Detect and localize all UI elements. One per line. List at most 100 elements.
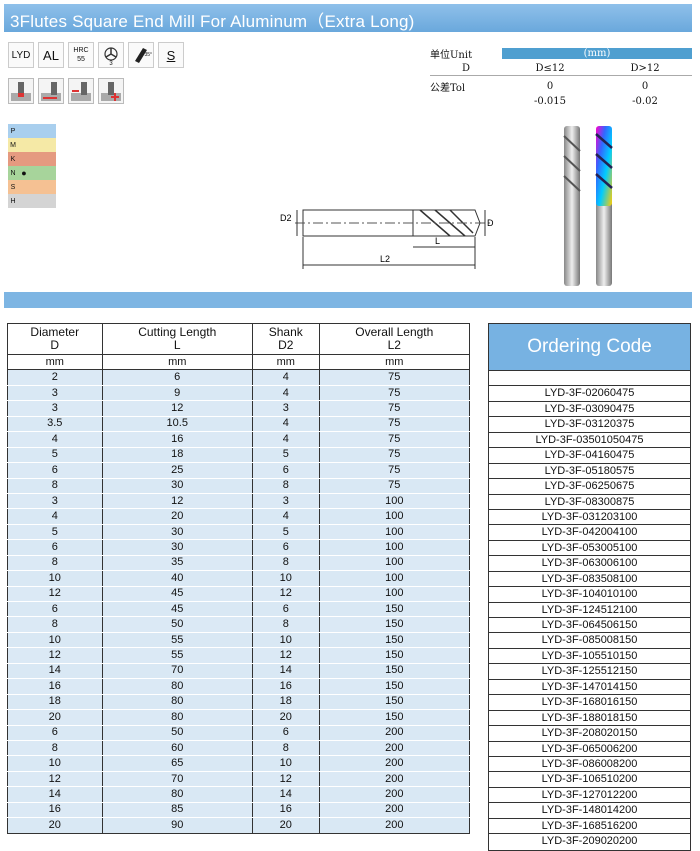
unit-cell: mm	[7, 354, 103, 371]
s-label: S	[166, 47, 176, 63]
table-cell: 40	[101, 570, 253, 587]
unit-cell: mm	[318, 354, 471, 371]
al-label: AL	[43, 47, 59, 63]
table-cell: 200	[318, 771, 471, 788]
ordering-code: LYD-3F-086008200	[489, 757, 690, 773]
ordering-code: LYD-3F-06250675	[489, 479, 690, 495]
ordering-code: LYD-3F-05180575	[489, 464, 690, 480]
table-cell: 10	[7, 570, 103, 587]
table-cell: 150	[318, 663, 471, 680]
table-cell: 75	[318, 385, 471, 402]
table-cell: 85	[101, 802, 253, 819]
table-cell: 2	[7, 369, 103, 386]
l2-label: L2	[380, 254, 390, 264]
table-cell: 20	[7, 709, 103, 726]
material-row: M	[8, 138, 56, 152]
table-cell: 45	[101, 601, 253, 618]
table-cell: 6	[7, 539, 103, 556]
table-cell: 75	[318, 462, 471, 479]
column-header-name: Cutting Length	[138, 325, 217, 339]
column-header-name: Overall Length	[355, 325, 434, 339]
unit-cell: mm	[251, 354, 320, 371]
table-cell: 16	[251, 678, 320, 695]
table-cell: 5	[7, 447, 103, 464]
table-cell: 150	[318, 694, 471, 711]
table-cell: 6	[251, 725, 320, 741]
ordering-code: LYD-3F-148014200	[489, 803, 690, 819]
ordering-code: LYD-3F-031203100	[489, 510, 690, 526]
table-cell: 30	[101, 478, 253, 494]
table-cell: 12	[251, 771, 320, 788]
table-cell: 10	[251, 632, 320, 649]
hrc-icon: HRC 55	[68, 42, 94, 68]
profiling-icon	[68, 78, 94, 104]
table-cell: 55	[101, 632, 253, 649]
table-cell: 80	[101, 694, 253, 711]
three-flute-icon: 3	[98, 42, 124, 68]
column-header-symbol: D2	[278, 338, 294, 352]
table-cell: 12	[7, 586, 103, 603]
table-cell: 3	[7, 400, 103, 417]
table-cell: 3	[251, 493, 320, 510]
table-cell: 8	[251, 555, 320, 572]
table-cell: 100	[318, 586, 471, 603]
table-cell: 150	[318, 647, 471, 664]
table-cell: 4	[251, 385, 320, 402]
table-cell: 150	[318, 616, 471, 633]
table-cell: 18	[101, 447, 253, 464]
table-cell: 200	[318, 786, 471, 803]
table-cell: 10	[251, 755, 320, 772]
table-cell: 45	[101, 586, 253, 603]
material-row: S	[8, 180, 56, 194]
ordering-code: LYD-3F-03090475	[489, 402, 690, 418]
table-cell: 80	[101, 709, 253, 726]
ordering-code: LYD-3F-124512100	[489, 603, 690, 618]
table-cell: 10	[7, 632, 103, 649]
table-cell: 8	[251, 616, 320, 633]
table-cell: 10	[7, 755, 103, 772]
ordering-code: LYD-3F-125512150	[489, 664, 690, 680]
table-cell: 6	[101, 369, 253, 386]
table-cell: 8	[7, 555, 103, 572]
material-row: K	[8, 152, 56, 166]
table-cell: 12	[101, 400, 253, 417]
table-cell: 20	[251, 817, 320, 834]
d-label: D	[461, 62, 471, 74]
ordering-code: LYD-3F-106510200	[489, 772, 690, 788]
table-cell: 4	[251, 508, 320, 525]
table-cell: 16	[7, 802, 103, 819]
table-cell: 100	[318, 570, 471, 587]
table-cell: 200	[318, 755, 471, 772]
ordering-code: LYD-3F-147014150	[489, 680, 690, 696]
table-cell: 75	[318, 431, 471, 448]
tol2-lower: -0.02	[632, 96, 658, 107]
table-cell: 3.5	[7, 416, 103, 433]
table-cell: 8	[251, 478, 320, 494]
hrc-label: HRC	[73, 47, 89, 54]
table-cell: 4	[251, 416, 320, 433]
unit-value: (mm)	[502, 48, 692, 59]
range-col2: D>12	[630, 62, 660, 74]
section-divider	[4, 292, 692, 308]
table-cell: 16	[7, 678, 103, 695]
table-cell: 65	[101, 755, 253, 772]
d-dim-label: D	[487, 218, 494, 228]
flute-count: 3	[109, 61, 113, 67]
